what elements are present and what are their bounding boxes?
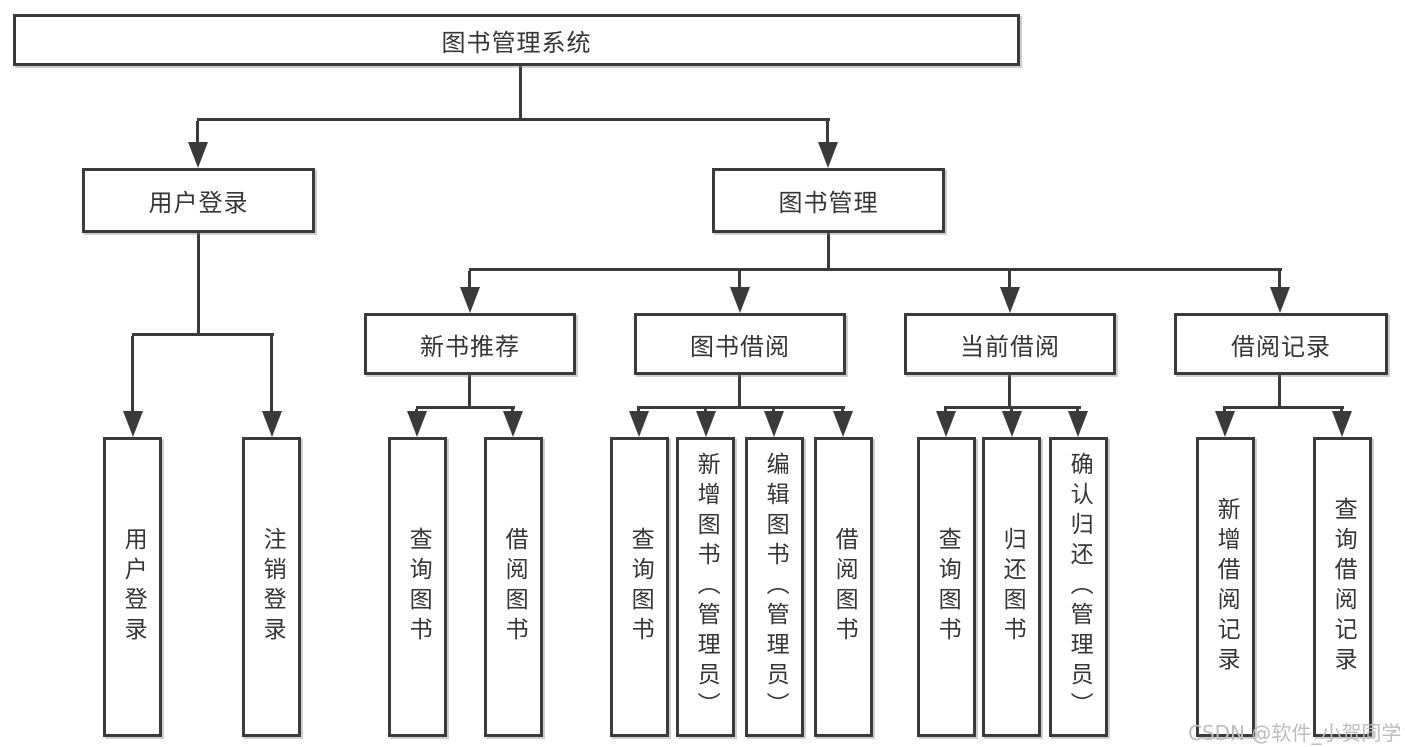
connector-line bbox=[270, 336, 273, 413]
leaf-borrowing-edit-books-admin: 编辑图书（管理员） bbox=[745, 437, 804, 737]
connector-line bbox=[826, 121, 829, 145]
connector-line bbox=[416, 406, 515, 409]
leaf-logout: 注销登录 bbox=[242, 437, 301, 737]
arrow-down-icon bbox=[936, 411, 956, 437]
arrow-down-icon bbox=[764, 411, 784, 437]
connector-line bbox=[1223, 406, 1344, 409]
leaf-label: 查询图书 bbox=[934, 527, 961, 647]
connector-line bbox=[827, 233, 830, 270]
connector-line bbox=[131, 336, 134, 413]
node-current-borrowing: 当前借阅 bbox=[904, 313, 1116, 375]
node-label: 用户登录 bbox=[148, 189, 249, 217]
connector-line bbox=[132, 333, 274, 336]
node-label: 当前借阅 bbox=[960, 332, 1060, 361]
connector-line bbox=[519, 66, 522, 120]
leaf-borrowing-borrow-books: 借阅图书 bbox=[814, 437, 873, 737]
leaf-label: 注销登录 bbox=[259, 527, 286, 647]
connector-line bbox=[1008, 375, 1011, 408]
node-label: 图书管理 bbox=[778, 189, 879, 217]
arrow-down-icon bbox=[1332, 411, 1352, 437]
connector-line bbox=[1008, 271, 1011, 289]
node-user-login: 用户登录 bbox=[82, 168, 315, 233]
connector-line bbox=[1278, 375, 1281, 408]
leaf-records-add-borrow-record: 新增借阅记录 bbox=[1196, 437, 1255, 737]
leaf-current-confirm-return-admin: 确认归还（管理员） bbox=[1049, 437, 1108, 737]
connector-line bbox=[469, 268, 1282, 271]
arrow-down-icon bbox=[460, 287, 480, 313]
leaf-label: 查询借阅记录 bbox=[1330, 497, 1357, 677]
node-book-management: 图书管理 bbox=[712, 168, 945, 233]
connector-line bbox=[738, 375, 741, 408]
arrow-down-icon bbox=[188, 142, 208, 168]
arrow-down-icon bbox=[629, 411, 649, 437]
leaf-label: 新增图书（管理员） bbox=[693, 452, 720, 722]
connector-line bbox=[468, 271, 471, 289]
arrow-down-icon bbox=[818, 142, 838, 168]
connector-line bbox=[637, 406, 845, 409]
connector-line bbox=[1278, 271, 1281, 289]
arrow-down-icon bbox=[1215, 411, 1235, 437]
leaf-borrowing-query-books: 查询图书 bbox=[610, 437, 669, 737]
node-book-borrowing: 图书借阅 bbox=[634, 313, 846, 375]
leaf-label: 确认归还（管理员） bbox=[1066, 452, 1093, 722]
leaf-recommend-query-books: 查询图书 bbox=[388, 437, 447, 737]
csdn-watermark: CSDN @软件_小贺同学 bbox=[1188, 721, 1402, 745]
arrow-down-icon bbox=[123, 411, 143, 437]
leaf-label: 借阅图书 bbox=[501, 527, 528, 647]
arrow-down-icon bbox=[1068, 411, 1088, 437]
connector-line bbox=[196, 121, 199, 145]
node-label: 借阅记录 bbox=[1231, 332, 1331, 361]
leaf-label: 查询图书 bbox=[627, 527, 654, 647]
leaf-user-login: 用户登录 bbox=[103, 437, 162, 737]
arrow-down-icon bbox=[696, 411, 716, 437]
connector-line bbox=[944, 406, 1081, 409]
leaf-label: 用户登录 bbox=[120, 527, 147, 647]
leaf-recommend-borrow-books: 借阅图书 bbox=[484, 437, 543, 737]
leaf-label: 查询图书 bbox=[405, 527, 432, 647]
node-label: 图书借阅 bbox=[690, 332, 790, 361]
arrow-down-icon bbox=[1000, 287, 1020, 313]
leaf-label: 借阅图书 bbox=[831, 527, 858, 647]
connector-line bbox=[197, 118, 830, 121]
leaf-current-return-books: 归还图书 bbox=[982, 437, 1041, 737]
leaf-label: 编辑图书（管理员） bbox=[762, 452, 789, 722]
leaf-label: 新增借阅记录 bbox=[1213, 497, 1240, 677]
leaf-label: 归还图书 bbox=[999, 527, 1026, 647]
connector-line bbox=[738, 271, 741, 289]
node-book-management-system: 图书管理系统 bbox=[13, 14, 1020, 66]
arrow-down-icon bbox=[1270, 287, 1290, 313]
arrow-down-icon bbox=[407, 411, 427, 437]
arrow-down-icon bbox=[1002, 411, 1022, 437]
leaf-current-query-books: 查询图书 bbox=[917, 437, 976, 737]
arrow-down-icon bbox=[833, 411, 853, 437]
leaf-records-query-borrow-record: 查询借阅记录 bbox=[1313, 437, 1372, 737]
arrow-down-icon bbox=[262, 411, 282, 437]
node-label: 新书推荐 bbox=[420, 332, 520, 361]
arrow-down-icon bbox=[730, 287, 750, 313]
connector-line bbox=[468, 375, 471, 408]
leaf-borrowing-add-books-admin: 新增图书（管理员） bbox=[676, 437, 735, 737]
node-label: 图书管理系统 bbox=[441, 28, 592, 57]
arrow-down-icon bbox=[503, 411, 523, 437]
node-borrowing-records: 借阅记录 bbox=[1174, 313, 1388, 375]
node-new-book-recommendation: 新书推荐 bbox=[364, 313, 576, 375]
connector-line bbox=[197, 233, 200, 335]
